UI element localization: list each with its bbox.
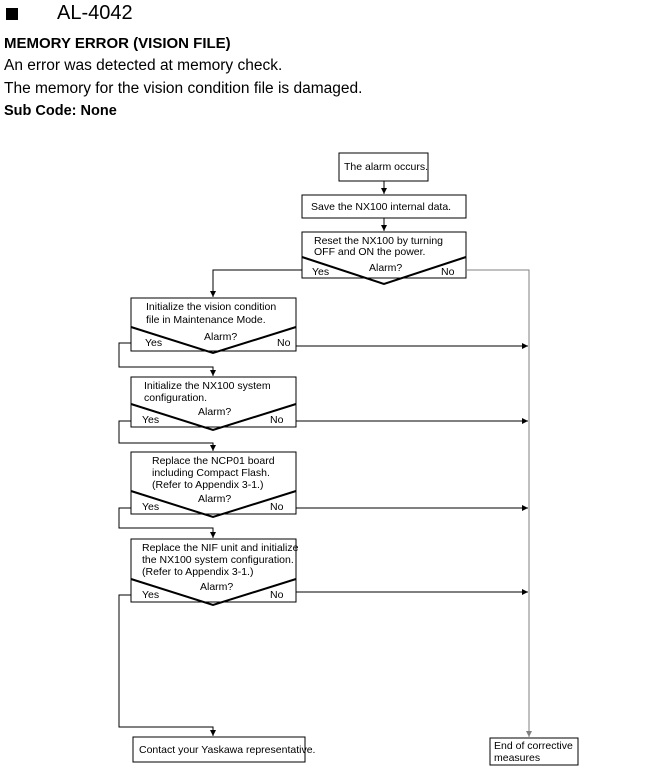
- sub-code: Sub Code: None: [4, 103, 117, 119]
- step-replace-ncp-line-1: Replace the NCP01 board: [152, 455, 275, 467]
- step-init-vision-line-2: file in Maintenance Mode.: [146, 314, 266, 326]
- decision-yes-label: Yes: [145, 337, 162, 349]
- step-alarm-occurs: The alarm occurs.: [338, 152, 429, 182]
- step-end-line-1: End of corrective: [494, 740, 573, 752]
- decision-yes-label: Yes: [142, 414, 159, 426]
- decision-no-label: No: [270, 414, 284, 426]
- alarm-description-1: An error was detected at memory check.: [4, 57, 283, 74]
- decision-no-label: No: [270, 501, 284, 513]
- step-init-system-line-1: Initialize the NX100 system: [144, 380, 271, 392]
- step-save-data: Save the NX100 internal data.: [301, 194, 467, 219]
- decision-no-label: No: [441, 266, 455, 278]
- step-replace-ncp-line-2: including Compact Flash.: [152, 467, 270, 479]
- decision-alarm-label: Alarm?: [204, 331, 237, 343]
- step-init-vision-line-1: Initialize the vision condition: [146, 301, 276, 313]
- alarm-title: MEMORY ERROR (VISION FILE): [4, 35, 231, 52]
- alarm-code: AL-4042: [57, 2, 133, 24]
- step-save-data-label: Save the NX100 internal data.: [311, 201, 451, 213]
- decision-alarm-label: Alarm?: [200, 581, 233, 593]
- step-replace-nif-line-1: Replace the NIF unit and initialize: [142, 542, 299, 554]
- step-init-vision-file: Initialize the vision condition file in …: [130, 297, 297, 355]
- decision-alarm-label: Alarm?: [369, 262, 402, 274]
- step-init-system-line-2: configuration.: [144, 392, 207, 404]
- step-replace-nif-line-3: (Refer to Appendix 3-1.): [142, 566, 253, 578]
- step-end-line-2: measures: [494, 752, 540, 764]
- decision-yes-label: Yes: [142, 501, 159, 513]
- step-contact-yaskawa: Contact your Yaskawa representative.: [132, 736, 315, 763]
- alarm-description-2: The memory for the vision condition file…: [4, 80, 363, 97]
- decision-alarm-label: Alarm?: [198, 406, 231, 418]
- step-end-measures: End of corrective measures: [489, 737, 579, 766]
- decision-no-label: No: [270, 589, 284, 601]
- step-contact-label: Contact your Yaskawa representative.: [139, 744, 315, 756]
- decision-yes-label: Yes: [312, 266, 329, 278]
- step-reset-line-1: Reset the NX100 by turning: [314, 235, 443, 247]
- step-alarm-occurs-label: The alarm occurs.: [344, 161, 428, 173]
- decision-no-label: No: [277, 337, 291, 349]
- step-replace-ncp01: Replace the NCP01 board including Compac…: [130, 451, 297, 519]
- step-reset-line-2: OFF and ON the power.: [314, 246, 425, 258]
- step-replace-nif: Replace the NIF unit and initialize the …: [130, 538, 299, 607]
- step-replace-nif-line-2: the NX100 system configuration.: [142, 554, 294, 566]
- step-reset-power: Reset the NX100 by turning OFF and ON th…: [301, 231, 467, 286]
- step-init-system-config: Initialize the NX100 system configuratio…: [130, 376, 297, 432]
- decision-yes-label: Yes: [142, 589, 159, 601]
- decision-alarm-label: Alarm?: [198, 493, 231, 505]
- step-replace-ncp-line-3: (Refer to Appendix 3-1.): [152, 479, 263, 491]
- section-bullet: [6, 8, 18, 20]
